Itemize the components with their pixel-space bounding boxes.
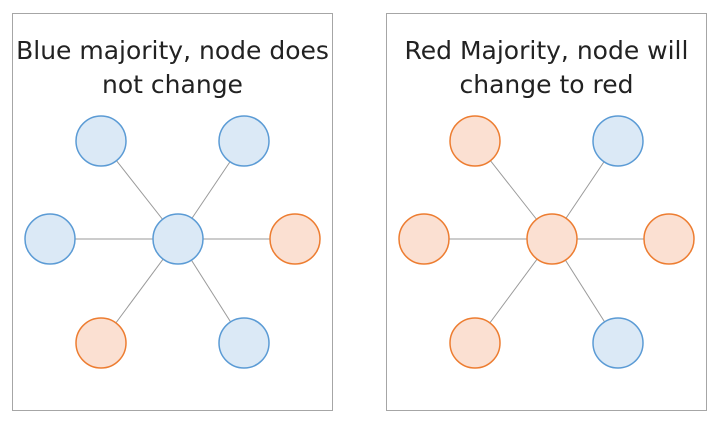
node-top-left-blue <box>75 115 127 167</box>
panel-title: Red Majority, node will change to red <box>404 36 689 99</box>
node-middle-left-blue <box>24 213 76 265</box>
node-middle-right-red <box>269 213 321 265</box>
panel-blue-majority: Blue majority, node does not change <box>12 13 333 411</box>
node-bottom-left-red <box>449 317 501 369</box>
node-middle-left-red <box>398 213 450 265</box>
node-bottom-right-blue <box>592 317 644 369</box>
node-top-left-red <box>449 115 501 167</box>
node-bottom-left-red <box>75 317 127 369</box>
node-middle-right-red <box>643 213 695 265</box>
node-top-right-blue <box>592 115 644 167</box>
network-diagram <box>24 115 321 369</box>
network-diagram <box>398 115 695 369</box>
node-top-right-blue <box>218 115 270 167</box>
panel-red-majority: Red Majority, node will change to red <box>386 13 707 411</box>
node-center-blue <box>152 213 204 265</box>
node-bottom-right-blue <box>218 317 270 369</box>
node-center-red <box>526 213 578 265</box>
panel-title: Blue majority, node does not change <box>16 36 329 99</box>
